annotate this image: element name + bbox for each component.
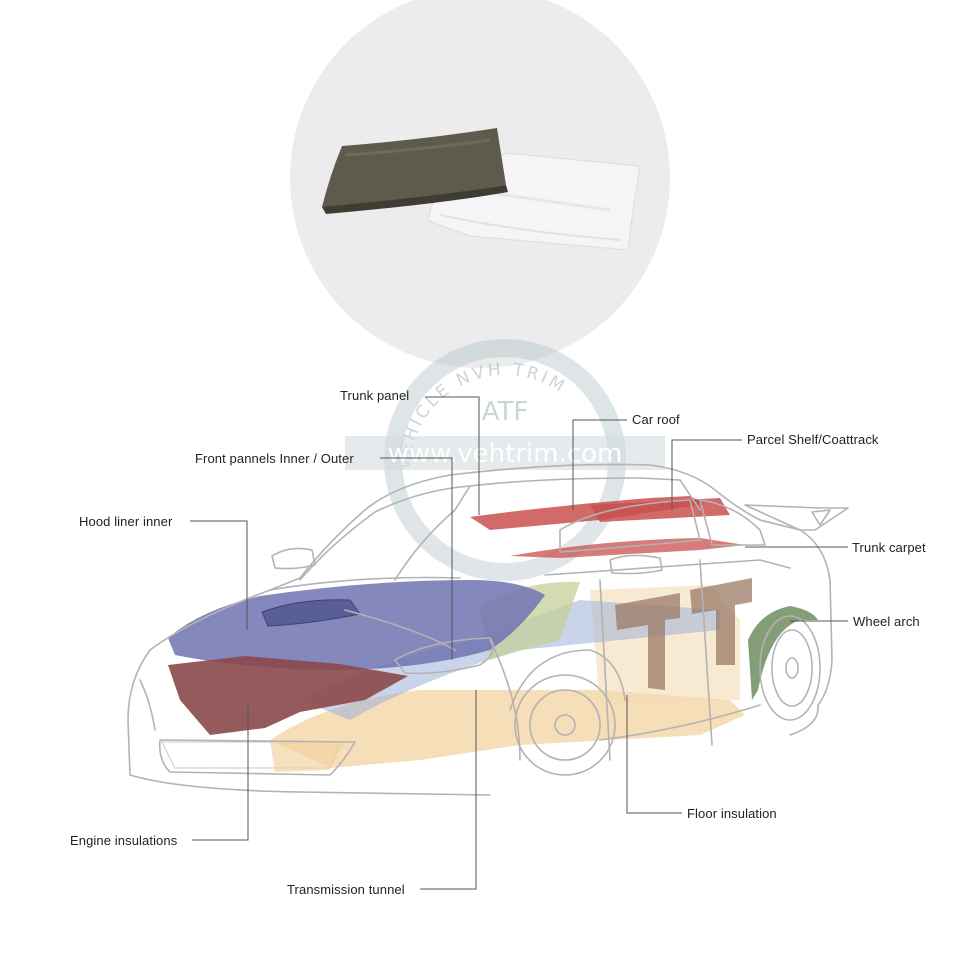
floor-insulation-zone bbox=[270, 690, 745, 768]
watermark-url: www.vehtrim.com bbox=[388, 439, 623, 469]
engine-insulation-zone bbox=[168, 656, 408, 735]
label-trunk-panel: Trunk panel bbox=[340, 388, 410, 403]
leader-floor-insulation bbox=[626, 695, 682, 814]
label-car-roof: Car roof bbox=[632, 412, 680, 427]
label-trunk-carpet: Trunk carpet bbox=[852, 540, 926, 555]
trunk-carpet-zone bbox=[510, 538, 745, 558]
label-parcel-shelf: Parcel Shelf/Coattrack bbox=[747, 432, 879, 447]
label-wheel-arch: Wheel arch bbox=[853, 614, 920, 629]
leader-trunk-panel bbox=[425, 396, 480, 515]
label-hood-liner: Hood liner inner bbox=[79, 514, 173, 529]
leader-front-pannels bbox=[380, 457, 453, 660]
label-engine-insulations: Engine insulations bbox=[70, 833, 178, 848]
watermark: VEHICLE NVH TRIM ATF www.vehtrim.com bbox=[345, 339, 665, 581]
leader-transmission-tunnel bbox=[420, 690, 477, 890]
leader-car-roof bbox=[572, 419, 627, 510]
label-floor-insulation: Floor insulation bbox=[687, 806, 777, 821]
side-blue-zone bbox=[300, 600, 720, 720]
leader-parcel-shelf bbox=[671, 439, 742, 510]
label-transmission-tunnel: Transmission tunnel bbox=[287, 882, 405, 897]
watermark-mark: ATF bbox=[482, 397, 529, 427]
leader-hood-liner bbox=[190, 520, 248, 630]
leader-engine-insulations bbox=[192, 705, 249, 841]
wheel-arch-zone bbox=[748, 606, 818, 700]
insulation-zones bbox=[161, 496, 818, 772]
material-sample-circle bbox=[290, 0, 670, 368]
label-front-pannels: Front pannels Inner / Outer bbox=[195, 451, 354, 466]
leader-lines bbox=[190, 396, 848, 890]
felt-layer bbox=[322, 128, 506, 210]
car-outline bbox=[127, 463, 849, 796]
door-panel-zone bbox=[615, 593, 680, 690]
